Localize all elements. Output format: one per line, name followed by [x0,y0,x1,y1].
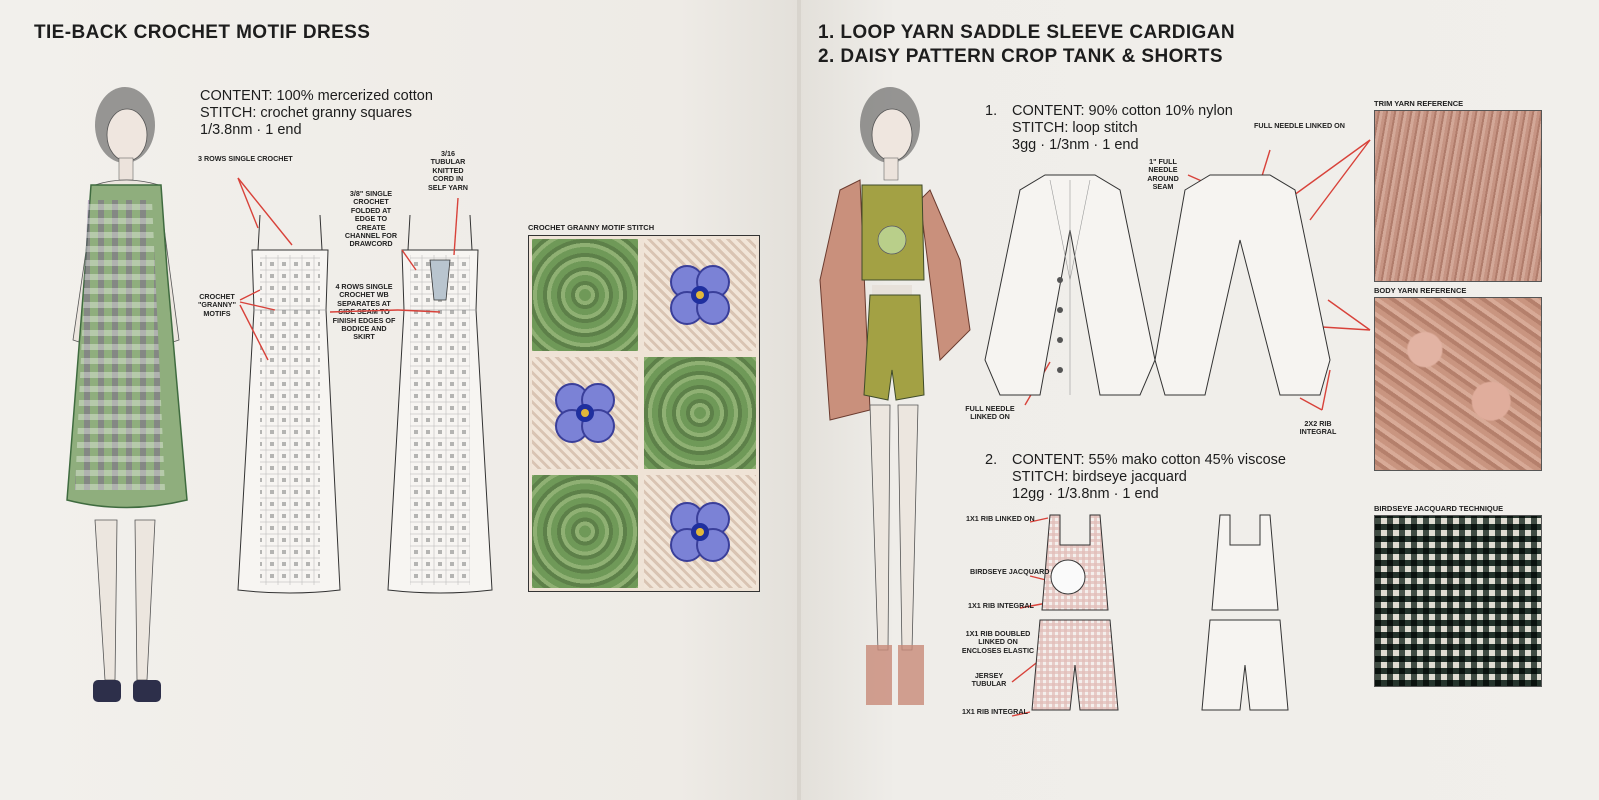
callout-rib-linked: 1x1 RIB LINKED ON [966,514,1035,523]
page-fold [797,0,801,800]
trim-caption: TRIM YARN REFERENCE [1374,99,1464,108]
granny-square-green [529,472,641,591]
tank-stitch: STITCH: birdseye jacquard [1012,469,1187,485]
tank-content: CONTENT: 55% mako cotton 45% viscose [1012,452,1286,468]
body-caption: BODY YARN REFERENCE [1374,286,1467,295]
dress-flat-sketches [237,214,493,594]
dress-content: CONTENT: 100% mercerized cotton [200,88,433,104]
callout-motifs: CROCHET "GRANNY" MOTIFS [198,292,236,318]
flower-icon [555,383,615,443]
dress-gauge: 1/3.8nm · 1 end [200,122,302,138]
model-figure-dress [66,87,188,702]
callout-rib-integral-2: 1x1 RIB INTEGRAL [962,707,1028,716]
flower-icon [670,501,730,562]
trim-yarn-swatch [1374,110,1542,282]
granny-square-green [641,354,759,472]
cardigan-flat-sketches [984,174,1331,396]
cardigan-gauge: 3gg · 1/3nm · 1 end [1012,137,1139,153]
callout-four-rows: 4 ROWS SINGLE CROCHET WB SEPARATES AT SI… [332,282,396,342]
granny-caption: CROCHET GRANNY MOTIF STITCH [528,223,655,232]
granny-square-flower [641,236,759,354]
tank-title: 2. DAISY PATTERN CROP TANK & SHORTS [818,46,1223,67]
cardigan-content: CONTENT: 90% cotton 10% nylon [1012,103,1233,119]
callout-full-needle-bottom: FULL NEEDLE LINKED ON [965,404,1015,422]
granny-swatch [528,235,760,592]
dress-stitch: STITCH: crochet granny squares [200,105,412,121]
callout-tubular: 3/16 TUBULAR KNITTED CORD IN SELF YARN [428,149,468,192]
callout-rows-single: 3 ROWS SINGLE CROCHET [198,154,293,163]
dress-title: TIE-BACK CROCHET MOTIF DRESS [34,22,371,43]
callout-rib-integral: 2X2 RIB INTEGRAL [1299,419,1337,437]
tank-gauge: 12gg · 1/3.8nm · 1 end [1012,486,1159,502]
granny-square-flower [529,354,641,472]
callout-full-needle-around: 1" FULL NEEDLE AROUND SEAM [1147,157,1179,192]
model-figure-cardigan [819,87,971,705]
cardigan-title: 1. LOOP YARN SADDLE SLEEVE CARDIGAN [818,22,1235,43]
granny-square-flower [641,472,759,591]
birdseye-swatch [1374,515,1542,687]
granny-square-green [529,236,641,354]
item1-number: 1. [985,103,998,119]
callout-rib-doubled: 1X1 RIB DOUBLED LINKED ON ENCLOSES ELAST… [961,629,1035,655]
tank-shorts-flats [1031,514,1289,711]
body-yarn-swatch [1374,297,1542,471]
birdseye-caption: BIRDSEYE JACQUARD TECHNIQUE [1374,504,1504,513]
callout-jersey: JERSEY TUBULAR [971,671,1007,689]
item2-number: 2. [985,452,998,468]
callout-birdseye: BIRDSEYE JACQUARD [970,567,1050,576]
dress-pattern [75,200,165,490]
callout-rib-integral-1: 1x1 RIB INTEGRAL [968,601,1034,610]
flower-icon [670,265,730,325]
cardigan-stitch: STITCH: loop stitch [1012,120,1138,136]
callout-single-crochet: 3/8" SINGLE CROCHET FOLDED AT EDGE TO CR… [344,189,398,249]
callout-full-needle-linked: FULL NEEDLE LINKED ON [1254,121,1345,130]
